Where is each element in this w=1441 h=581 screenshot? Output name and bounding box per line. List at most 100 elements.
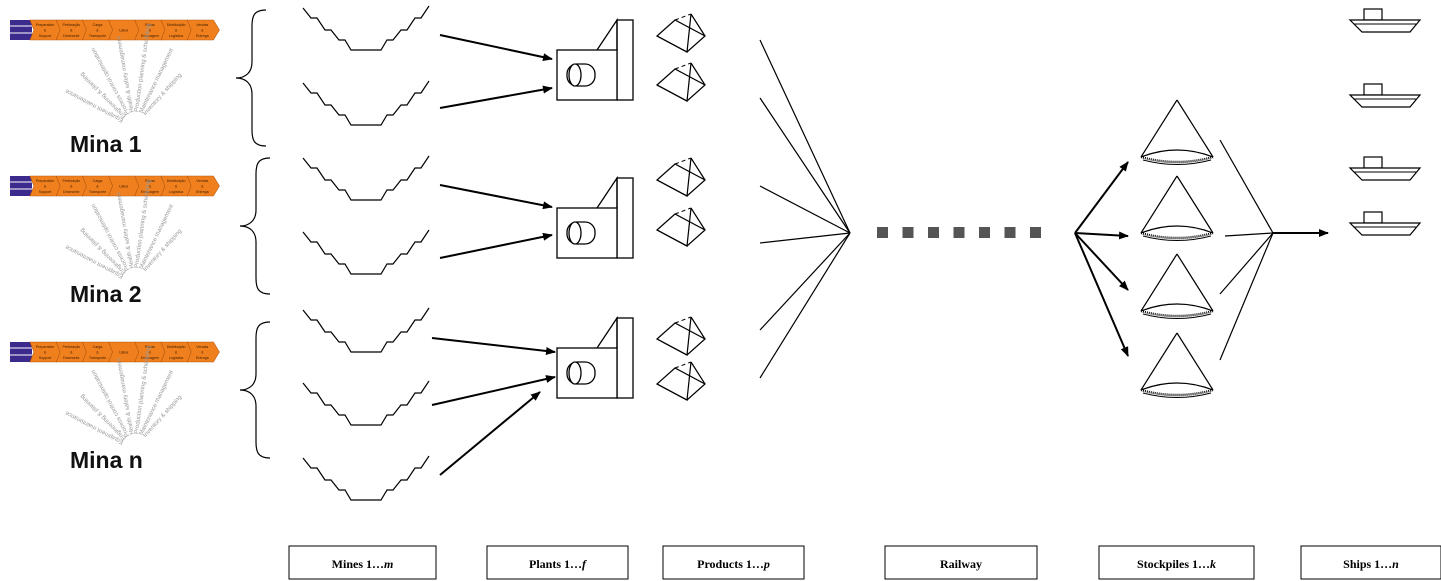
banner-step [186,19,220,41]
banner-step-top: Distribuição [167,179,186,183]
brace [239,321,271,459]
ships [1348,8,1422,236]
banner-step-bot: Entrega [196,190,209,194]
stage-label-text: Plants 1…f [529,557,587,571]
stage-variable: k [1210,557,1216,571]
banner-step-mid: & [175,185,178,189]
banner-step-bot: Support [39,34,52,38]
banner-step-mid: & [175,351,178,355]
banner-step-mid: & [96,29,99,33]
stockpile-cone [1140,175,1214,234]
flow-arrow [439,391,541,476]
mine-pit-icon [302,380,430,426]
flow-arrow [439,232,553,259]
banner-step-mid: & [70,29,73,33]
railway-dot [877,227,888,238]
products [655,13,707,401]
product-icon [655,361,707,401]
flow-arrow [439,85,553,109]
product-edge [690,13,706,37]
banner-step-top: Carga [93,179,103,183]
banner-step-top: Distribuição [167,345,186,349]
banner-step-mid: & [70,185,73,189]
stage-variable: m [384,557,393,571]
banner-step-mid: & [201,185,204,189]
banner-step-mid: Usina [119,351,128,355]
stockpile-rim [1140,303,1214,312]
flow-line [759,232,851,244]
plant-hopper [596,315,618,349]
product-hidden-edge [686,361,692,401]
banner-step-top: Preparation [36,179,55,183]
banner-step-top: Carga [93,345,103,349]
mine-group-label: Mina n [70,447,143,473]
mine-group: Preparation&SupportPerfuração&DesmonteCa… [10,175,220,307]
stockpile-base [1140,388,1214,397]
banner-step-mid: & [201,29,204,33]
product-hidden-edge [674,62,692,70]
mine-pit-icon [302,307,430,353]
banner-step-top: Carga [93,23,103,27]
stockpile-icon [1140,332,1214,398]
stage-label-text: Mines 1…m [332,557,394,571]
flow-arrow [1074,232,1129,291]
product-hidden-edge [686,207,692,247]
stage-label: Ships 1… [1343,557,1392,571]
stage-label: Railway [940,557,982,571]
banner-step-bot: Desmonte [63,356,79,360]
banner-step-top: Pilhas [145,23,155,27]
banner-step-top: Pilhas [145,179,155,183]
stage-label-text: Products 1…p [697,557,770,571]
product-edge [690,207,706,231]
banner-step-bot: Logística [169,190,183,194]
ship-icon [1348,8,1422,33]
flow-line [1219,139,1274,234]
banner-step-top: Perfuração [63,179,81,183]
product-icon [655,13,707,53]
banner-step-bot: Logística [169,34,183,38]
banner-step-mid: & [149,351,152,355]
banner-step-top: Vendas [196,23,208,27]
banner-step-mid: & [44,29,47,33]
product-edge [690,62,706,86]
banner-step-mid: & [201,351,204,355]
flow-line [1219,232,1274,295]
banner-step-mid: & [149,185,152,189]
banner-step-top: Preparation [36,345,55,349]
flow-arrow [1074,232,1129,357]
stockpile-icon [1140,253,1214,319]
grouping-braces [235,9,271,459]
banner-step-bot: Transporte [89,190,106,194]
stage-label: Products 1… [697,557,764,571]
flow-line [759,97,851,234]
flow-line [759,232,851,379]
banner-step-mid: & [149,29,152,33]
stockpile-base-line [1142,392,1212,398]
banner-step-top: Vendas [196,345,208,349]
ship-cabin [1363,8,1383,21]
flow-connectors [431,34,1329,476]
stage-variable: f [582,557,587,571]
banner-step-mid: Usina [119,29,128,33]
banner-step-bot: Entrega [196,356,209,360]
stockpile-base-line [1142,313,1212,319]
banner-step-top: Pilhas [145,345,155,349]
plant-drum-end [568,63,582,87]
banner-step-bot: Desmonte [63,34,79,38]
ship-cabin [1363,83,1383,96]
plant-drum-end [568,361,582,385]
banner-step-bot: Support [39,356,52,360]
flow-arrow [1074,161,1129,234]
banner-step-bot: Transporte [89,356,106,360]
product-icon [655,207,707,247]
product-hidden-edge [686,316,692,356]
stage-label: Mines 1… [332,557,384,571]
plant-hopper [596,17,618,51]
stage-label-box [1098,545,1255,580]
plant-tower [616,317,634,399]
product-icon [655,62,707,102]
flow-line [1219,232,1274,361]
flow-arrow [439,34,553,62]
stockpile-base-line [1142,159,1212,165]
